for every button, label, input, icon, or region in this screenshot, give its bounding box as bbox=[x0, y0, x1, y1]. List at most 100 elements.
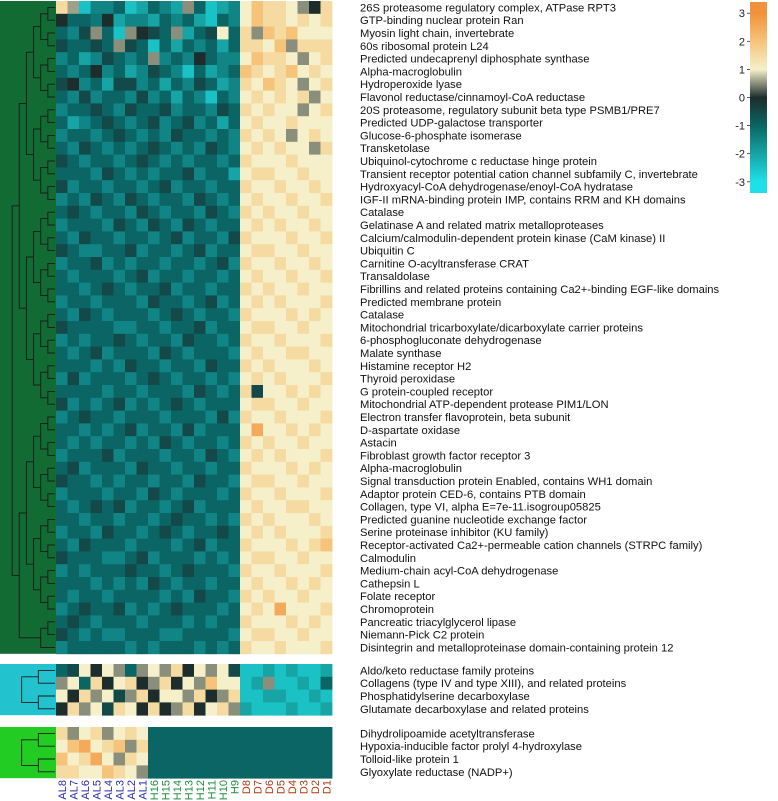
heatmap-cell bbox=[102, 193, 114, 207]
heatmap-cell bbox=[113, 564, 126, 578]
heatmap-cell bbox=[217, 77, 229, 91]
heatmap-cell bbox=[309, 641, 321, 655]
heatmap-cell bbox=[113, 641, 126, 655]
dendrogram-link bbox=[40, 474, 48, 501]
heatmap-cell bbox=[240, 141, 252, 155]
heatmap-cell bbox=[102, 589, 114, 603]
heatmap-cell bbox=[263, 141, 275, 155]
heatmap-cell bbox=[79, 333, 91, 347]
heatmap-cell bbox=[56, 423, 68, 437]
heatmap-cell bbox=[309, 26, 321, 40]
heatmap-cell bbox=[194, 103, 206, 117]
heatmap-cell bbox=[240, 538, 252, 552]
heatmap-cell bbox=[251, 577, 264, 591]
heatmap-cell bbox=[56, 180, 68, 194]
heatmap-cell bbox=[309, 39, 321, 53]
heatmap-cell bbox=[194, 423, 206, 437]
heatmap-cell bbox=[320, 154, 333, 168]
heatmap-cell bbox=[240, 397, 252, 411]
heatmap-cell bbox=[228, 664, 241, 678]
heatmap-cell bbox=[79, 116, 91, 130]
heatmap-cell bbox=[171, 154, 183, 168]
heatmap-cell bbox=[171, 103, 183, 117]
heatmap-cell bbox=[159, 180, 172, 194]
heatmap-cell bbox=[320, 295, 333, 309]
heatmap-cell bbox=[125, 321, 137, 335]
heatmap-cell bbox=[286, 538, 298, 552]
heatmap-cell bbox=[274, 180, 287, 194]
heatmap-cell bbox=[286, 525, 298, 539]
heatmap-cell bbox=[125, 538, 137, 552]
heatmap-cell bbox=[171, 727, 183, 741]
heatmap-cell bbox=[90, 26, 103, 40]
row-label: G protein-coupled receptor bbox=[360, 386, 493, 398]
heatmap-cell bbox=[205, 487, 218, 501]
heatmap-cell bbox=[67, 577, 80, 591]
heatmap-cell bbox=[56, 308, 68, 322]
heatmap-cell bbox=[263, 602, 275, 616]
heatmap-cell bbox=[148, 385, 160, 399]
heatmap-cell bbox=[136, 39, 149, 53]
heatmap-cell bbox=[148, 739, 160, 753]
heatmap-cell bbox=[228, 231, 241, 245]
heatmap-cell bbox=[217, 141, 229, 155]
heatmap-cell bbox=[136, 664, 149, 678]
heatmap-cell bbox=[171, 269, 183, 283]
column-label: D3 bbox=[298, 780, 310, 794]
heatmap-cell bbox=[309, 676, 321, 690]
heatmap-cell bbox=[113, 487, 126, 501]
heatmap-cell bbox=[274, 765, 287, 779]
heatmap-cell bbox=[297, 154, 310, 168]
heatmap-cell bbox=[309, 103, 321, 117]
heatmap-cell bbox=[148, 513, 160, 527]
heatmap-cell bbox=[102, 13, 114, 27]
heatmap-cell bbox=[205, 500, 218, 514]
heatmap-cell bbox=[263, 321, 275, 335]
heatmap-cell bbox=[251, 295, 264, 309]
heatmap-cell bbox=[297, 702, 310, 716]
heatmap-cell bbox=[217, 103, 229, 117]
heatmap-cell bbox=[320, 739, 333, 753]
row-label: Catalase bbox=[360, 207, 404, 219]
heatmap-cell bbox=[194, 628, 206, 642]
heatmap-cell bbox=[90, 423, 103, 437]
heatmap-cell bbox=[182, 372, 195, 386]
heatmap-cell bbox=[56, 244, 68, 258]
heatmap-cell bbox=[320, 180, 333, 194]
heatmap-cell bbox=[67, 116, 80, 130]
heatmap-cell bbox=[309, 90, 321, 104]
heatmap-cell bbox=[274, 346, 287, 360]
heatmap-cell bbox=[205, 205, 218, 219]
heatmap-cell bbox=[228, 346, 241, 360]
heatmap-cell bbox=[79, 180, 91, 194]
heatmap-cell bbox=[182, 752, 195, 766]
heatmap-cell bbox=[240, 564, 252, 578]
heatmap-cell bbox=[228, 90, 241, 104]
heatmap-cell bbox=[182, 346, 195, 360]
heatmap-cell bbox=[90, 244, 103, 258]
heatmap-cell bbox=[125, 333, 137, 347]
heatmap-cell bbox=[320, 77, 333, 91]
row-label: Fibroblast growth factor receptor 3 bbox=[360, 450, 530, 462]
heatmap-cell bbox=[263, 397, 275, 411]
heatmap-cell bbox=[286, 180, 298, 194]
heatmap-cell bbox=[125, 551, 137, 565]
heatmap-cell bbox=[171, 167, 183, 181]
heatmap-cell bbox=[56, 269, 68, 283]
heatmap-cell bbox=[286, 321, 298, 335]
heatmap-cell bbox=[136, 436, 149, 450]
heatmap-cell bbox=[171, 193, 183, 207]
heatmap-cell bbox=[240, 39, 252, 53]
heatmap-cell bbox=[148, 538, 160, 552]
heatmap-cell bbox=[286, 295, 298, 309]
heatmap-cell bbox=[320, 103, 333, 117]
heatmap-cell bbox=[79, 257, 91, 271]
heatmap-cell bbox=[136, 385, 149, 399]
heatmap-cell bbox=[90, 628, 103, 642]
heatmap-cell bbox=[263, 103, 275, 117]
heatmap-cell bbox=[297, 397, 310, 411]
heatmap-cell bbox=[148, 308, 160, 322]
heatmap-cell bbox=[182, 727, 195, 741]
row-label: Serine proteinase inhibitor (KU family) bbox=[360, 527, 549, 539]
heatmap-cell bbox=[56, 765, 68, 779]
